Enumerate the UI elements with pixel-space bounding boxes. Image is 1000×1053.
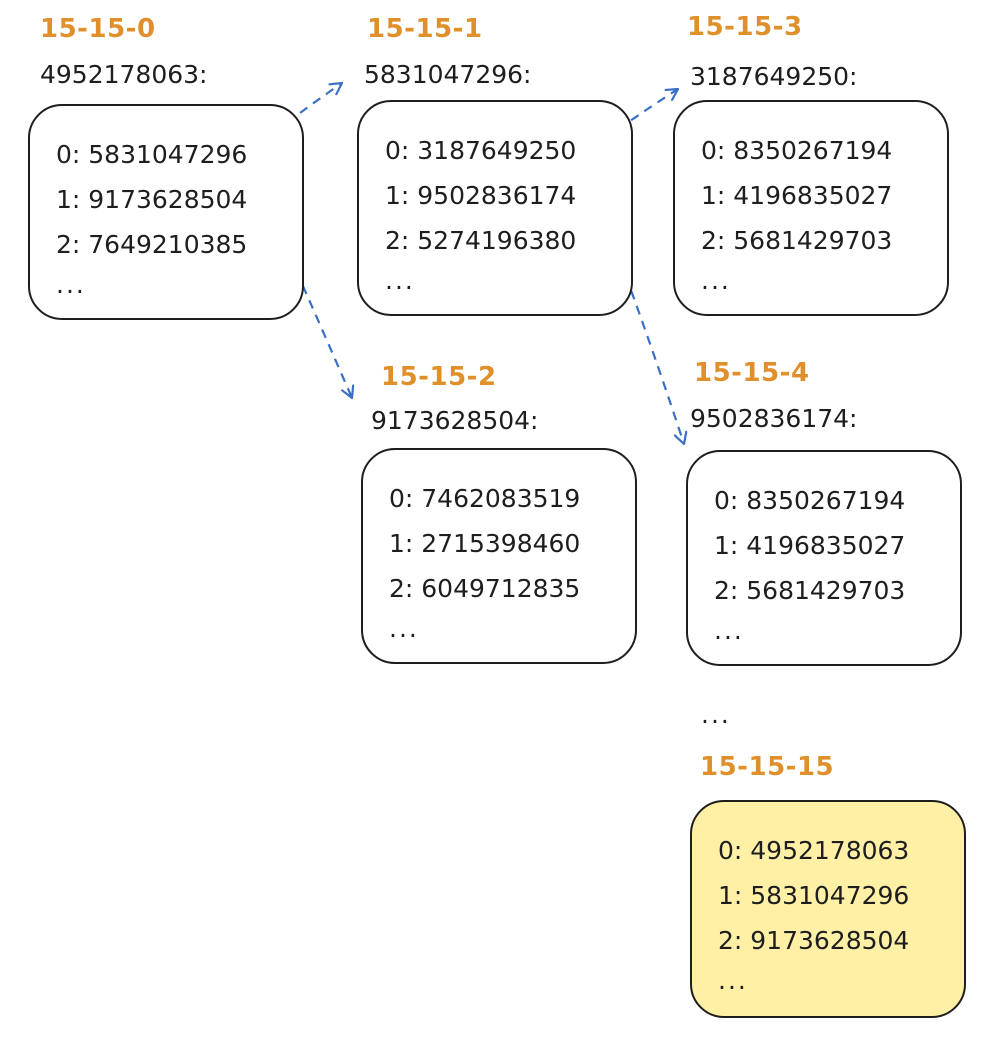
node-entry-more: ...	[714, 616, 744, 645]
node-key-15-15-2: 9173628504:	[371, 406, 539, 435]
node-entry: 2: 6049712835	[389, 574, 581, 603]
node-entry: 1: 5831047296	[718, 881, 910, 910]
node-entry-more: ...	[56, 270, 86, 299]
node-label-15-15-4: 15-15-4	[694, 358, 810, 388]
node-entry-more: ...	[385, 266, 415, 295]
node-entry-more: ...	[389, 614, 419, 643]
node-key-15-15-3: 3187649250:	[690, 62, 858, 91]
node-label-15-15-2: 15-15-2	[381, 362, 497, 392]
node-key-15-15-4: 9502836174:	[690, 404, 858, 433]
node-box-15-15-0: 0: 5831047296 1: 9173628504 2: 764921038…	[28, 104, 304, 320]
node-label-15-15-15: 15-15-15	[700, 752, 835, 782]
node-entry: 1: 4196835027	[701, 181, 893, 210]
node-entry: 1: 9173628504	[56, 185, 248, 214]
node-entry: 1: 2715398460	[389, 529, 581, 558]
node-entry: 0: 8350267194	[701, 136, 893, 165]
node-key-15-15-1: 5831047296:	[364, 60, 532, 89]
node-entry: 0: 5831047296	[56, 140, 248, 169]
node-entry: 0: 3187649250	[385, 136, 577, 165]
node-entry: 2: 7649210385	[56, 230, 248, 259]
node-key-15-15-0: 4952178063:	[40, 60, 208, 89]
node-entry: 0: 8350267194	[714, 486, 906, 515]
node-entry: 2: 9173628504	[718, 926, 910, 955]
node-label-15-15-0: 15-15-0	[40, 14, 156, 44]
node-box-15-15-4: 0: 8350267194 1: 4196835027 2: 568142970…	[686, 450, 962, 666]
node-entry: 0: 7462083519	[389, 484, 581, 513]
node-entry: 1: 9502836174	[385, 181, 577, 210]
node-entry: 2: 5274196380	[385, 226, 577, 255]
node-entry: 0: 4952178063	[718, 836, 910, 865]
node-entry: 1: 4196835027	[714, 531, 906, 560]
node-box-15-15-15: 0: 4952178063 1: 5831047296 2: 917362850…	[690, 800, 966, 1018]
gap-ellipsis: ...	[701, 700, 731, 729]
node-label-15-15-1: 15-15-1	[367, 14, 483, 44]
node-box-15-15-3: 0: 8350267194 1: 4196835027 2: 568142970…	[673, 100, 949, 316]
node-entry: 2: 5681429703	[714, 576, 906, 605]
node-entry-more: ...	[718, 966, 748, 995]
node-box-15-15-2: 0: 7462083519 1: 2715398460 2: 604971283…	[361, 448, 637, 664]
node-entry: 2: 5681429703	[701, 226, 893, 255]
node-entry-more: ...	[701, 266, 731, 295]
node-box-15-15-1: 0: 3187649250 1: 9502836174 2: 527419638…	[357, 100, 633, 316]
node-label-15-15-3: 15-15-3	[687, 12, 803, 42]
